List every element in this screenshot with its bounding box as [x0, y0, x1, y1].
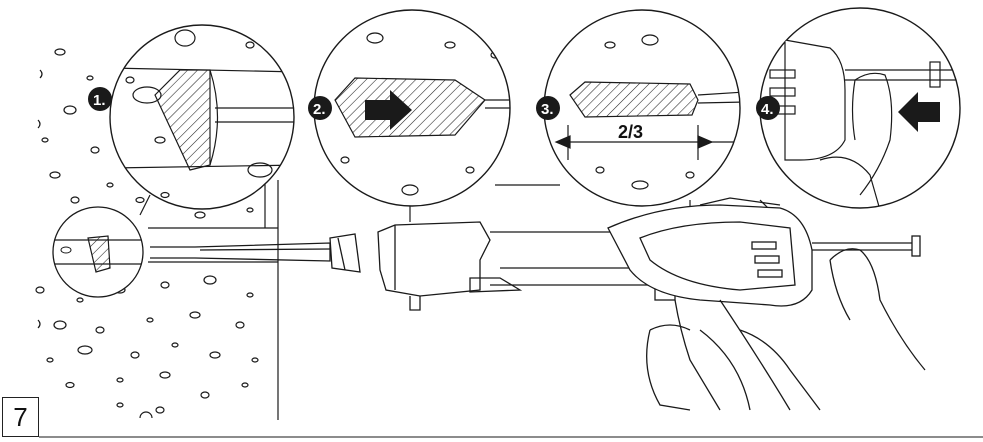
hole-overview — [52, 206, 144, 298]
step-2-detail: 2. — [308, 9, 511, 207]
step-3-detail: 2/3 3. — [536, 9, 741, 207]
figure-number: 7 — [2, 397, 39, 437]
left-arrow-icon — [898, 92, 940, 132]
fill-dimension-label: 2/3 — [618, 122, 643, 142]
step-4-detail: 4. — [756, 7, 961, 209]
dimension-arrow-icon — [554, 135, 571, 149]
concrete-wall — [35, 48, 279, 420]
step-1-detail: 1. — [88, 24, 295, 210]
step-1-label: 1. — [93, 92, 106, 109]
step-3-label: 3. — [541, 101, 554, 118]
step-4-label: 4. — [761, 101, 774, 118]
right-arrow-icon — [365, 90, 412, 130]
step-2-label: 2. — [313, 101, 326, 118]
dispenser-gun — [150, 197, 926, 411]
